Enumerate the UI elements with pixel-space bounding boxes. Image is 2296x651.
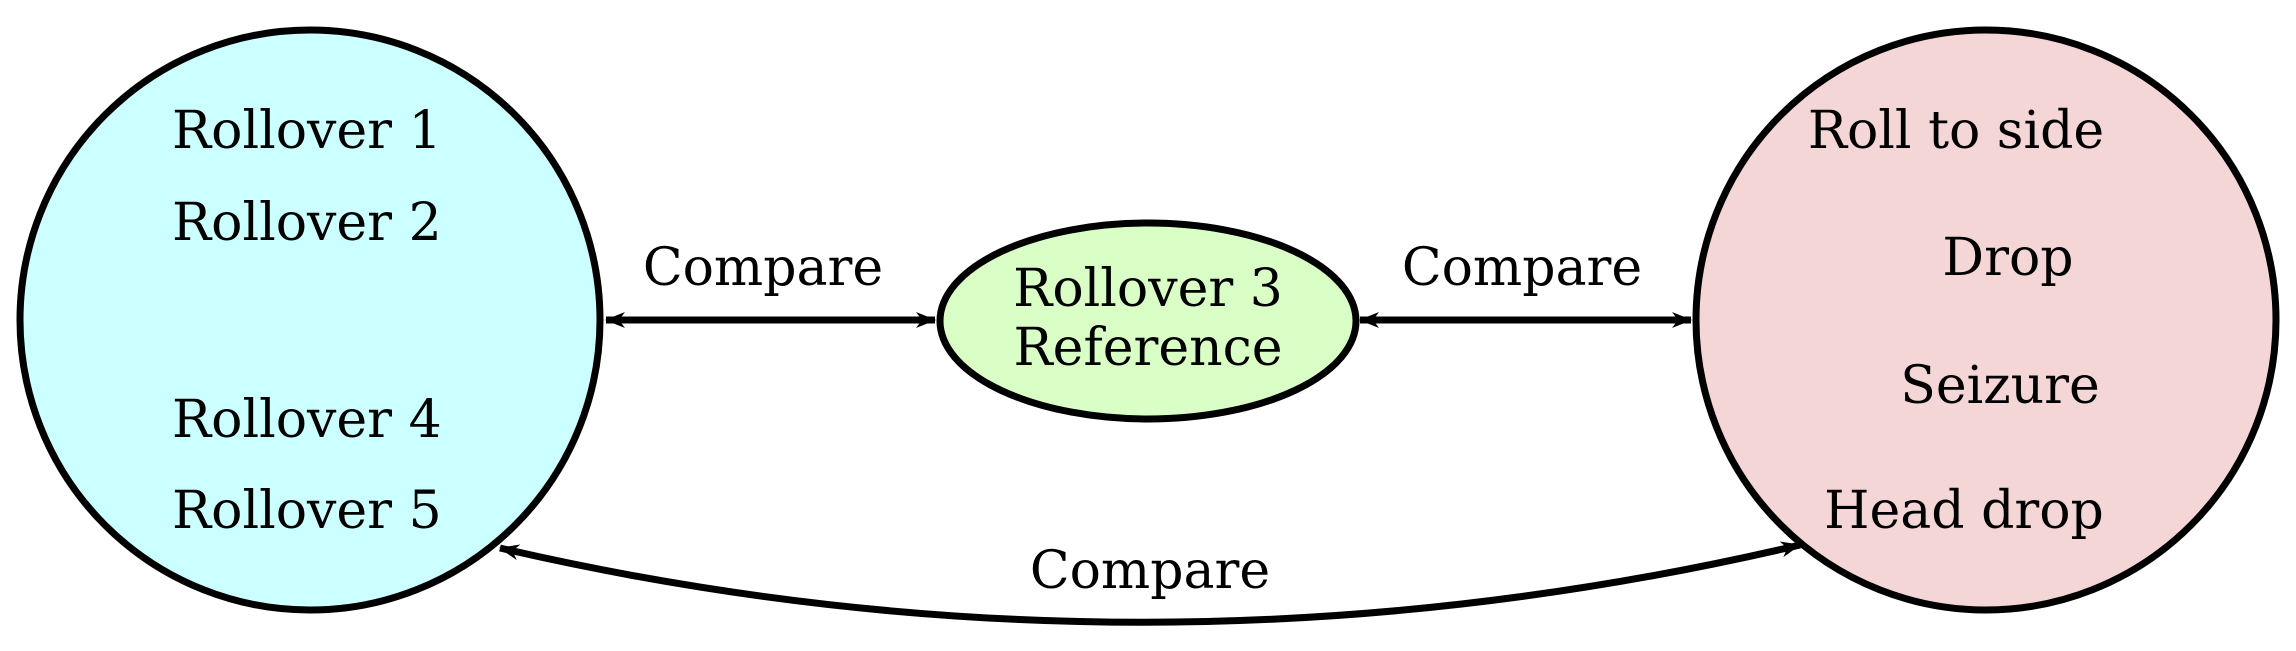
reference-title: Rollover 3 [1013,259,1283,319]
left-item-rollover-4: Rollover 4 [172,390,442,450]
compare-label-left-center: Compare [643,238,883,298]
behavior-group-circle [1692,26,2280,614]
right-item-seizure: Seizure [1900,356,2100,416]
left-item-rollover-1: Rollover 1 [172,101,442,161]
compare-arrow-bottom [499,541,1801,626]
compare-label-center-right: Compare [1402,238,1642,298]
reference-ellipse [936,219,1360,423]
right-item-roll-to-side: Roll to side [1808,101,2104,161]
right-item-drop: Drop [1942,228,2073,288]
reference-subtitle: Reference [1014,318,1283,378]
compare-label-bottom: Compare [1030,541,1270,601]
rollover-group-circle [16,26,604,614]
left-item-rollover-2: Rollover 2 [172,193,442,253]
left-item-rollover-5: Rollover 5 [172,481,442,541]
right-item-head-drop: Head drop [1824,481,2104,541]
